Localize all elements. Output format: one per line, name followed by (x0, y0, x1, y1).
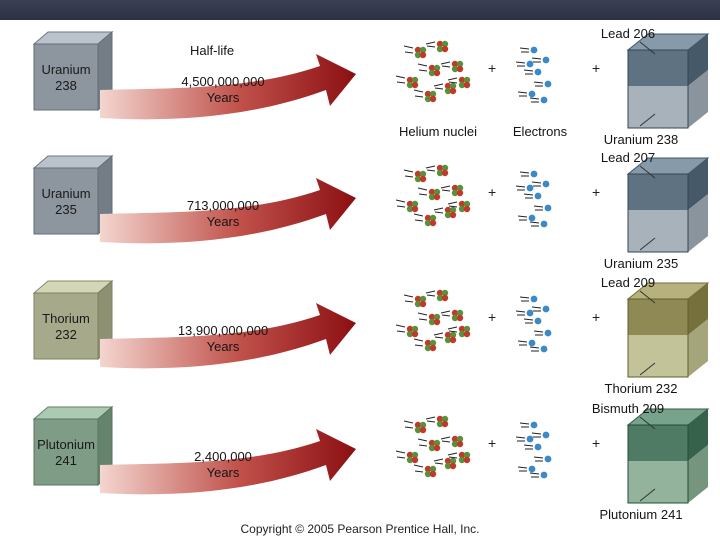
parent-isotope-name: Plutonium (37, 437, 95, 452)
parent-cube (32, 279, 114, 361)
parent-isotope-mass: 235 (55, 202, 77, 217)
electrons-cluster (515, 295, 552, 353)
product-label-bottom: Thorium 232 (604, 381, 678, 396)
electrons-cluster (515, 170, 552, 228)
product-label-top: Bismuth 209 (591, 401, 665, 416)
slide-top-bar (0, 0, 720, 20)
parent-isotope-name: Uranium (41, 186, 91, 201)
helium-nuclei-label: Helium nuclei (398, 124, 478, 139)
helium-nuclei-cluster (395, 164, 471, 227)
product-label-top: Lead 206 (600, 26, 656, 41)
plus-sign: + (592, 309, 601, 325)
plus-sign: + (592, 435, 601, 451)
product-label-bottom: Uranium 238 (603, 132, 679, 147)
parent-isotope-name: Uranium (41, 62, 91, 77)
plus-sign: + (488, 435, 497, 451)
half-life-unit: Years (206, 214, 240, 229)
row-graphics (32, 279, 710, 378)
decay-arrow (100, 178, 356, 244)
row-graphics (32, 30, 710, 129)
plus-sign: + (592, 184, 601, 200)
product-cube (626, 408, 710, 504)
row-graphics (32, 405, 710, 504)
product-label-top: Lead 209 (600, 275, 656, 290)
half-life-unit: Years (206, 90, 240, 105)
decay-arrow (100, 54, 356, 120)
helium-nuclei-cluster (395, 415, 471, 478)
parent-isotope-mass: 232 (55, 327, 77, 342)
top-bar-gradient (0, 0, 720, 20)
product-cube (626, 157, 710, 253)
electrons-label: Electrons (512, 124, 568, 139)
helium-nuclei-cluster (395, 40, 471, 103)
half-life-value: 4,500,000,000 (181, 74, 265, 89)
half-life-unit: Years (206, 339, 240, 354)
decay-arrow (100, 429, 356, 495)
parent-isotope-mass: 238 (55, 78, 77, 93)
plus-sign: + (592, 60, 601, 76)
helium-nuclei-cluster (395, 289, 471, 352)
product-label-bottom: Plutonium 241 (599, 507, 683, 522)
parent-cube (32, 405, 114, 487)
product-cube (626, 282, 710, 378)
plus-sign: + (488, 184, 497, 200)
product-label-top: Lead 207 (600, 150, 656, 165)
half-life-value: 13,900,000,000 (177, 323, 269, 338)
half-life-heading: Half-life (190, 43, 235, 58)
electrons-cluster (515, 46, 552, 104)
parent-isotope-mass: 241 (55, 453, 77, 468)
copyright-text: Copyright © 2005 Pearson Prentice Hall, … (240, 522, 480, 536)
decay-arrow (100, 303, 356, 369)
half-life-value: 713,000,000 (186, 198, 260, 213)
half-life-unit: Years (206, 465, 240, 480)
plus-sign: + (488, 309, 497, 325)
half-life-value: 2,400,000 (194, 449, 252, 464)
row-graphics (32, 154, 710, 253)
plus-sign: + (488, 60, 497, 76)
electrons-cluster (515, 421, 552, 479)
product-label-bottom: Uranium 235 (603, 256, 679, 271)
parent-cube (32, 30, 114, 112)
product-cube (626, 33, 710, 129)
parent-isotope-name: Thorium (42, 311, 90, 326)
